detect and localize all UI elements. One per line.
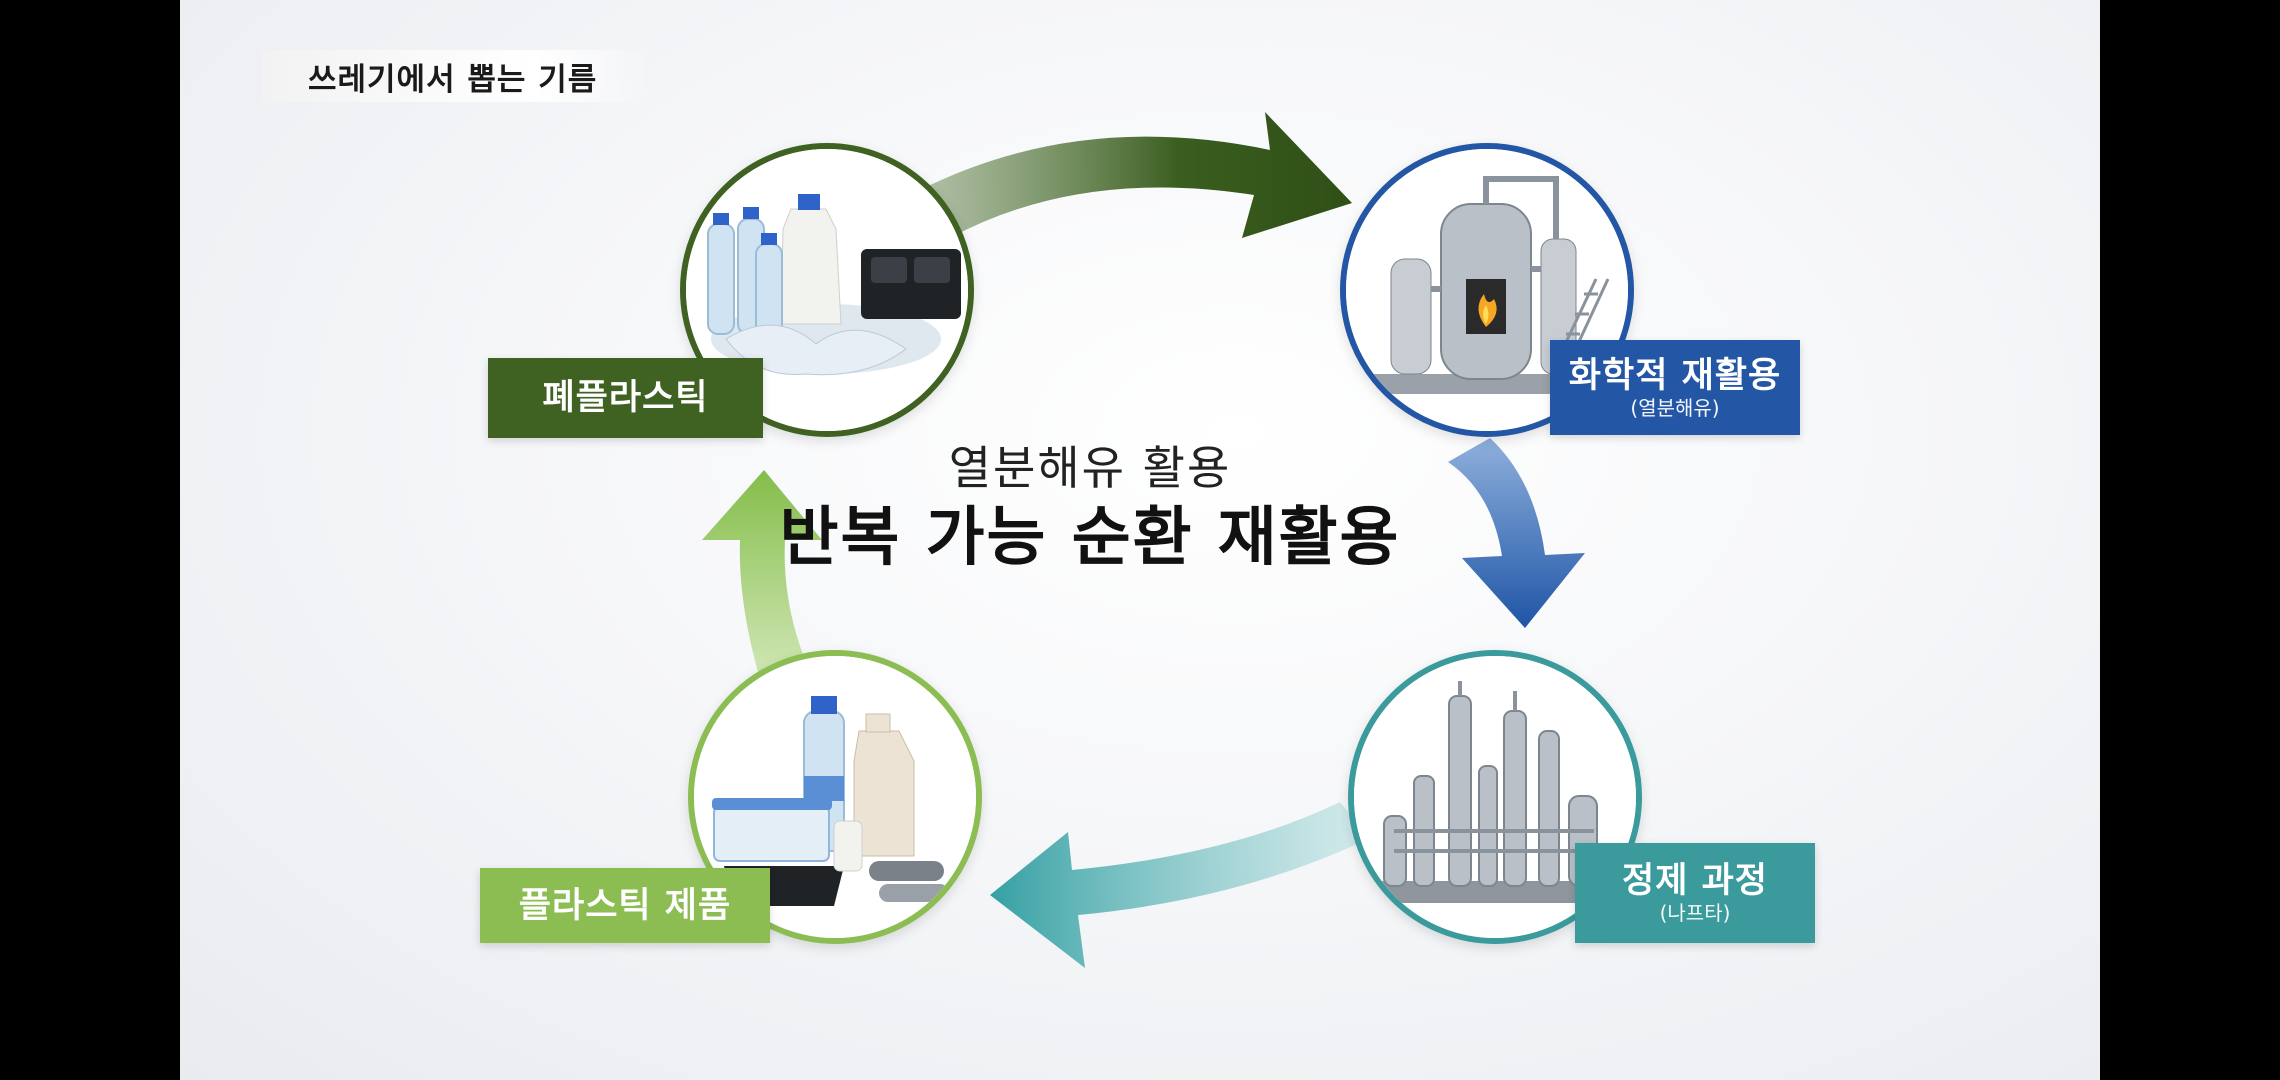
arrow-top	[920, 112, 1352, 238]
center-headline: 반복 가능 순환 재활용	[779, 501, 1401, 575]
label-refining-text: 정제 과정	[1622, 861, 1768, 901]
label-chemical-recycling-text: 화학적 재활용	[1568, 355, 1782, 396]
label-waste-plastic: 폐플라스틱	[488, 358, 763, 438]
label-refining-sub: (나프타)	[1659, 901, 1731, 925]
cycle-arrows	[702, 112, 1585, 968]
label-chemical-recycling: 화학적 재활용 (열분해유)	[1550, 340, 1800, 435]
label-plastic-products: 플라스틱 제품	[480, 868, 770, 943]
label-refining: 정제 과정 (나프타)	[1575, 843, 1815, 943]
arrow-bottom	[990, 802, 1370, 968]
arrow-right	[1448, 438, 1585, 628]
label-chemical-recycling-sub: (열분해유)	[1630, 395, 1720, 420]
label-waste-plastic-text: 폐플라스틱	[542, 378, 709, 418]
arrow-left	[702, 470, 822, 672]
caption-banner: 쓰레기에서 뽑는 기름	[262, 50, 652, 102]
label-plastic-products-text: 플라스틱 제품	[518, 885, 732, 926]
caption-text: 쓰레기에서 뽑는 기름	[308, 61, 598, 98]
center-subtitle: 열분해유 활용	[948, 441, 1232, 495]
node-waste-plastic	[680, 143, 974, 437]
center-title: 열분해유 활용 반복 가능 순환 재활용	[740, 438, 1440, 578]
slide: 쓰레기에서 뽑는 기름	[180, 0, 2100, 1080]
